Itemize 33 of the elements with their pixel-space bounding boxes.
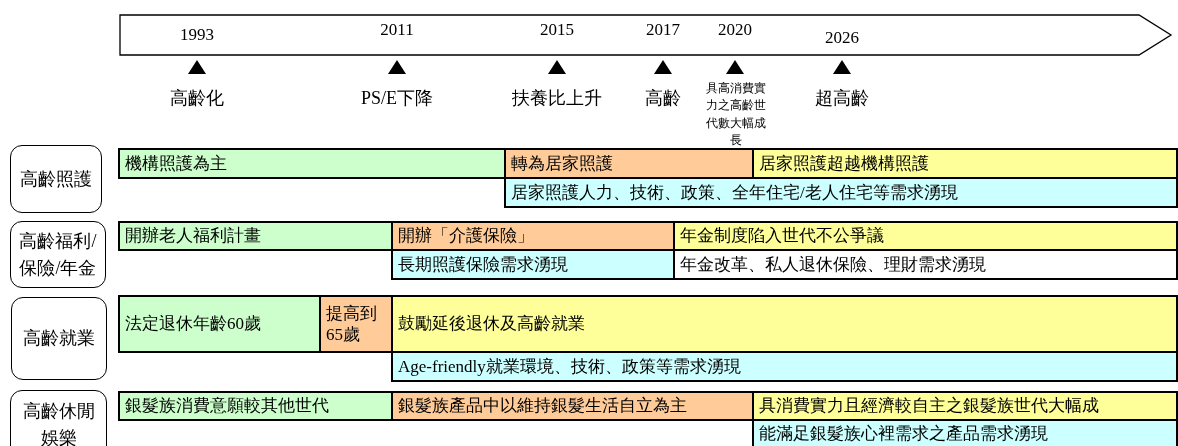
milestone-label: PS/E下降 — [361, 87, 433, 110]
category-box: 高齡照護 — [10, 145, 102, 213]
timeline-bar: 銀髮族產品中以維持銀髮生活自立為主 — [391, 391, 754, 421]
milestone-label: 扶養比上升 — [512, 87, 602, 110]
timeline-bar: 年金改革、私人退休保險、理財需求湧現 — [673, 249, 1178, 280]
category-box: 高齡福利/保險/年金 — [10, 221, 106, 288]
year-label: 2026 — [825, 28, 859, 48]
timeline-bar: 居家照護人力、技術、政策、全年住宅/老人住宅等需求湧現 — [504, 177, 1178, 208]
category-box: 高齡就業 — [11, 297, 107, 380]
timeline-bar: 年金制度陷入世代不公爭議 — [673, 221, 1178, 251]
milestone-label: 高齡 — [645, 87, 681, 110]
timeline-bar: 居家照護超越機構照護 — [752, 148, 1178, 179]
year-label: 1993 — [180, 25, 214, 45]
timeline-bar: 開辦老人福利計畫 — [118, 221, 393, 251]
timeline-bar: 提高到65歲 — [319, 295, 393, 353]
year-label: 2015 — [540, 20, 574, 40]
timeline-bar: 機構照護為主 — [118, 148, 506, 179]
timeline-bar: 長期照護保險需求湧現 — [391, 249, 675, 280]
timeline-bar: 法定退休年齡60歲 — [118, 295, 321, 353]
timeline-bar: 鼓勵延後退休及高齡就業 — [391, 295, 1178, 353]
milestone-label: 超高齡 — [815, 87, 869, 110]
year-label: 2020 — [718, 20, 752, 40]
milestone-label: 高齡化 — [170, 87, 224, 110]
timeline-bar: 銀髮族消費意願較其他世代 — [118, 391, 393, 421]
timeline-bar: 具消費實力且經濟較自主之銀髮族世代大幅成 — [752, 391, 1178, 421]
year-label: 2017 — [646, 20, 680, 40]
timeline-bar: Age-friendly就業環境、技術、政策等需求湧現 — [391, 351, 1178, 382]
timeline-bar: 轉為居家照護 — [504, 148, 754, 179]
timeline-bar: 能滿足銀髮族心裡需求之產品需求湧現 — [752, 419, 1178, 446]
category-box: 高齡休閒娛樂 — [10, 390, 107, 446]
timeline-bar: 開辦「介護保險」 — [391, 221, 675, 251]
year-label: 2011 — [380, 20, 414, 40]
milestone-label: 具高消費實力之高齡世代數大幅成長 — [705, 80, 767, 150]
